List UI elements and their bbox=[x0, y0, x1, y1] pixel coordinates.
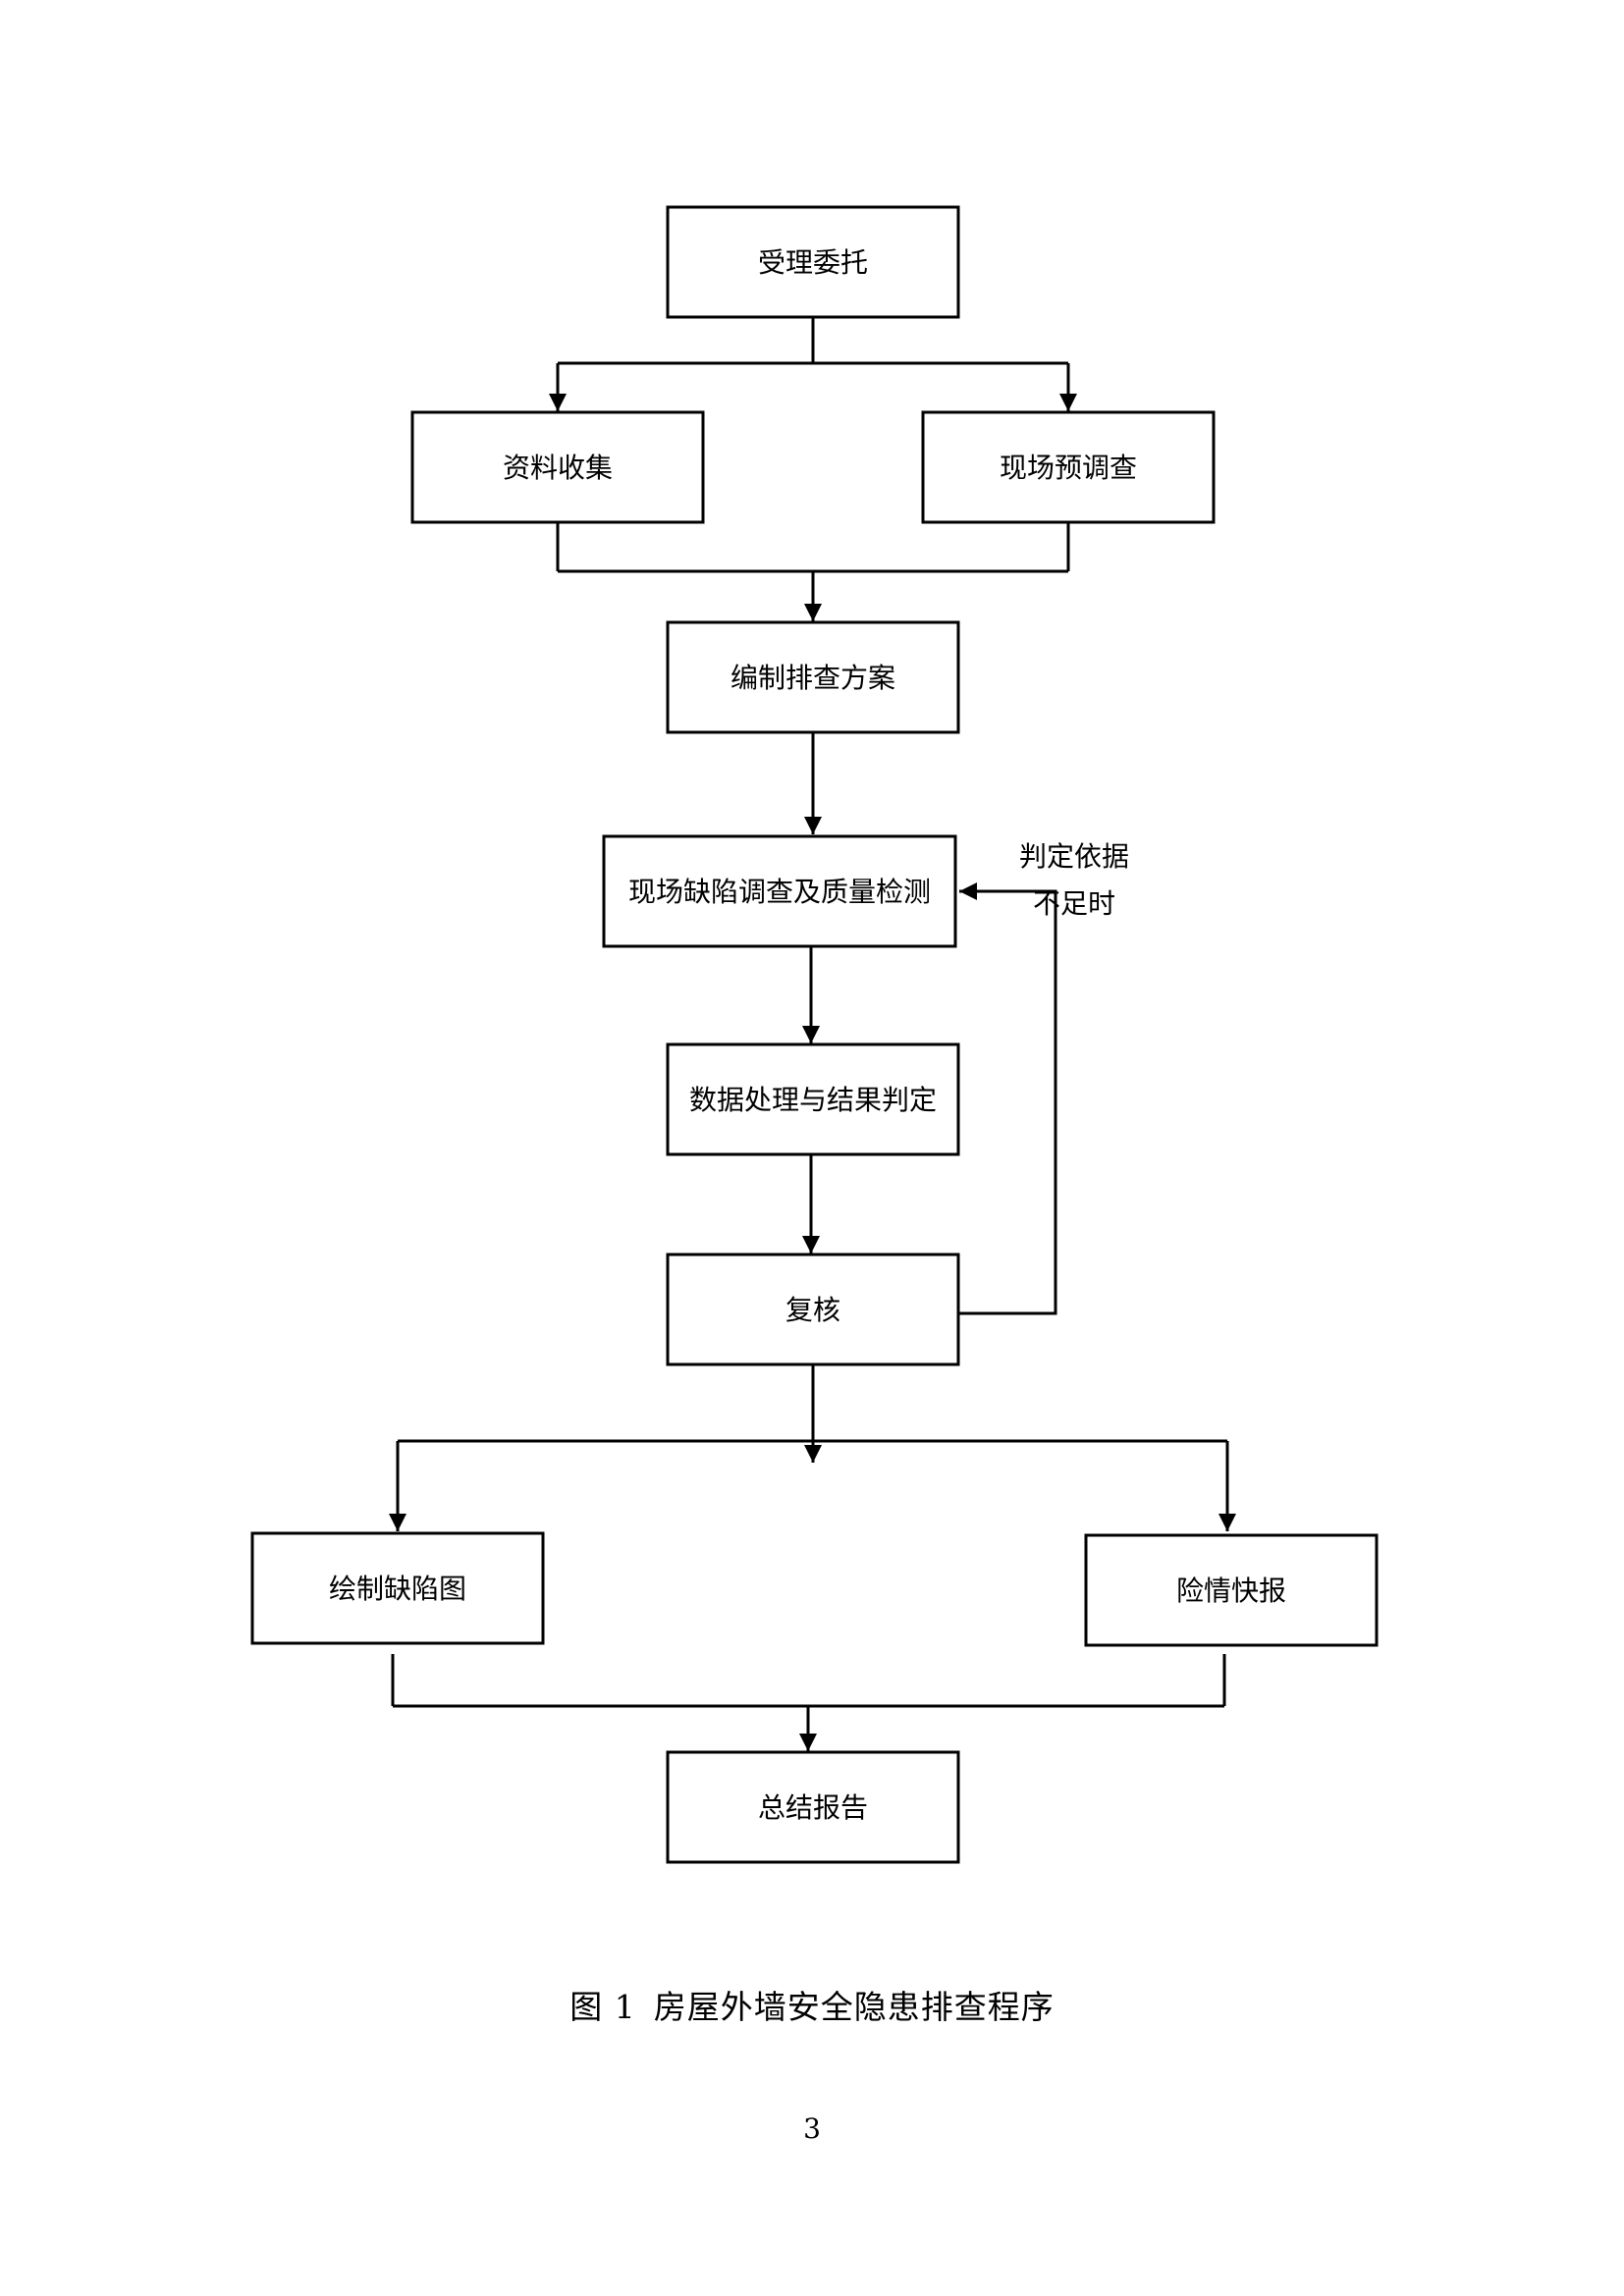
figure-caption: 图 1 房屋外墙安全隐患排查程序 bbox=[0, 1981, 1624, 2028]
node-alert: 险情快报 bbox=[1084, 1533, 1379, 1647]
node-presurvey: 现场预调查 bbox=[921, 410, 1216, 524]
node-draw: 绘制缺陷图 bbox=[250, 1531, 545, 1645]
figure-number: 图 1 bbox=[569, 1988, 636, 2026]
node-accept-label: 受理委托 bbox=[758, 246, 868, 279]
node-collect: 资料收集 bbox=[410, 410, 705, 524]
node-report: 总结报告 bbox=[666, 1750, 960, 1864]
node-presurvey-label: 现场预调查 bbox=[1000, 452, 1137, 484]
feedback-note-line-1: 判定依据 bbox=[1019, 840, 1129, 873]
node-plan-label: 编制排查方案 bbox=[731, 662, 895, 694]
node-report-label: 总结报告 bbox=[758, 1791, 868, 1824]
feedback-note: 判定依据 不足时 bbox=[1019, 840, 1129, 920]
node-survey: 现场缺陷调查及质量检测 bbox=[602, 834, 957, 948]
node-alert-label: 险情快报 bbox=[1176, 1575, 1286, 1607]
page-number: 3 bbox=[803, 2112, 821, 2145]
node-review-label: 复核 bbox=[785, 1294, 840, 1326]
node-survey-label: 现场缺陷调查及质量检测 bbox=[628, 876, 931, 908]
node-process: 数据处理与结果判定 bbox=[666, 1042, 960, 1156]
node-draw-label: 绘制缺陷图 bbox=[329, 1573, 466, 1605]
node-process-label: 数据处理与结果判定 bbox=[689, 1084, 937, 1116]
figure-title: 房屋外墙安全隐患排查程序 bbox=[653, 1988, 1055, 2026]
feedback-arrow bbox=[959, 882, 1057, 1315]
node-plan: 编制排查方案 bbox=[666, 620, 960, 734]
feedback-note-line-2: 不足时 bbox=[1033, 887, 1115, 920]
node-collect-label: 资料收集 bbox=[503, 452, 613, 484]
node-review: 复核 bbox=[666, 1253, 960, 1366]
node-accept: 受理委托 bbox=[666, 205, 960, 319]
